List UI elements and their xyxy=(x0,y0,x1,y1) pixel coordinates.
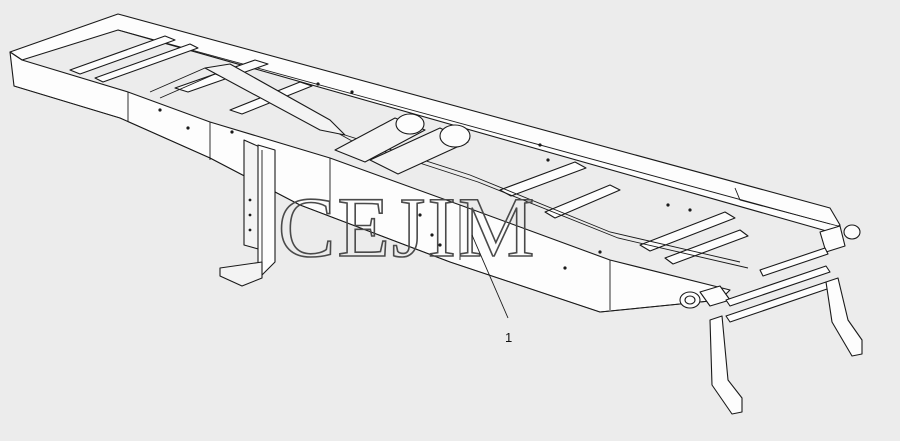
air-tanks xyxy=(334,113,471,175)
cross-members xyxy=(69,35,749,265)
leader-line xyxy=(471,234,509,319)
callout-label: 1 xyxy=(505,330,512,345)
front-support-leg xyxy=(219,144,276,287)
rear-brackets xyxy=(709,277,863,415)
rear-coupling xyxy=(679,224,861,323)
watermark-text: CEJIM xyxy=(278,179,536,275)
mounting-holes xyxy=(158,82,692,270)
near-side-rail xyxy=(9,51,731,313)
